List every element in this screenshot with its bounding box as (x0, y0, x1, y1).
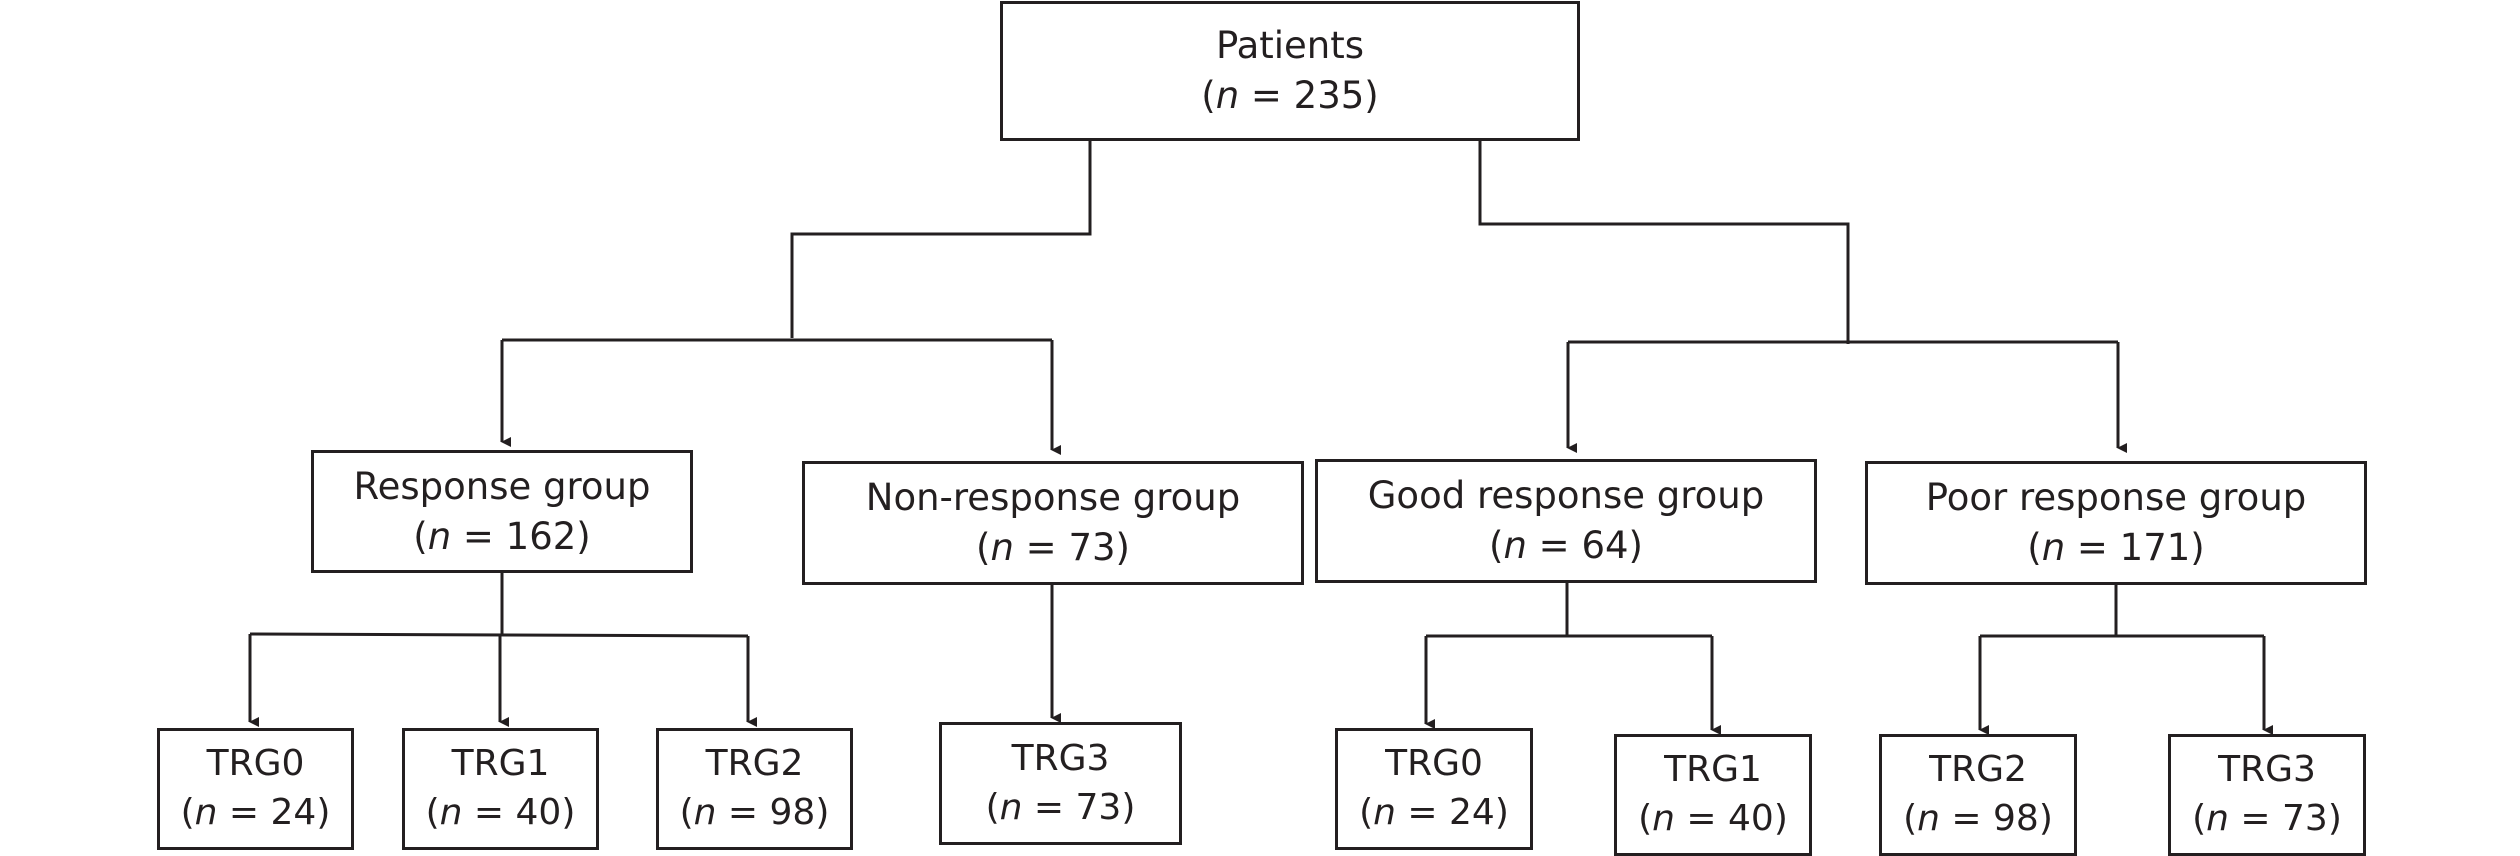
n-symbol: n (1503, 524, 1527, 567)
response-group-count-line: (n = 162) (413, 514, 591, 558)
n-symbol: n (693, 792, 717, 833)
good-response-group-box: Good response group (n = 64) (1315, 459, 1817, 583)
trg2-label-right: TRG2 (1929, 749, 2027, 791)
trg1-label-left: TRG1 (451, 743, 550, 785)
trg0-count-line-left: (n = 24) (180, 792, 331, 833)
poor-response-group-label: Poor response group (1925, 476, 2307, 520)
trg1-count-left: 40 (515, 792, 562, 833)
response-group-box: Response group (n = 162) (311, 450, 693, 573)
n-symbol: n (1652, 798, 1675, 839)
trg1-box-left: TRG1 (n = 40) (402, 728, 599, 850)
n-symbol: n (999, 786, 1023, 828)
n-symbol: n (439, 792, 463, 833)
connector-root-left (790, 140, 1092, 338)
patients-count: 235 (1293, 74, 1365, 117)
n-symbol: n (1215, 74, 1240, 117)
trg3-count-left: 73 (1075, 786, 1122, 828)
poor-response-group-count-line: (n = 171) (2027, 526, 2205, 569)
n-symbol: n (2206, 798, 2229, 839)
trg2-count-left: 98 (769, 792, 816, 833)
trg3-label-right: TRG3 (2218, 749, 2316, 791)
non-response-group-count-line: (n = 73) (976, 526, 1130, 569)
trg1-count-line-left: (n = 40) (425, 792, 576, 833)
good-response-group-count-line: (n = 64) (1489, 524, 1643, 567)
connector-root-right (1478, 140, 1850, 344)
trg1-box-right: TRG1 (n = 40) (1614, 734, 1812, 856)
n-symbol: n (1373, 792, 1396, 833)
trg0-label-left: TRG0 (206, 743, 305, 785)
trg2-count-line-right: (n = 98) (1903, 798, 2053, 839)
trg3-count-right: 73 (2282, 798, 2328, 839)
trg2-count-right: 98 (1993, 798, 2039, 839)
trg3-box-right: TRG3 (n = 73) (2168, 734, 2366, 856)
response-group-label: Response group (353, 464, 651, 508)
poor-response-group-count: 171 (2119, 526, 2191, 569)
patients-count-line: (n = 235) (1201, 74, 1379, 117)
poor-response-group-box: Poor response group (n = 171) (1865, 461, 2367, 585)
n-symbol: n (2041, 526, 2066, 569)
trg1-label-right: TRG1 (1664, 749, 1762, 791)
trg2-label-left: TRG2 (705, 743, 804, 785)
trg2-count-line-left: (n = 98) (679, 792, 830, 833)
trg3-label-left: TRG3 (1011, 737, 1110, 779)
good-response-group-label: Good response group (1367, 474, 1765, 518)
trg3-box-left: TRG3 (n = 73) (939, 722, 1182, 845)
non-response-group-count: 73 (1068, 526, 1116, 569)
non-response-group-box: Non-response group (n = 73) (802, 461, 1304, 585)
n-symbol: n (427, 514, 452, 558)
trg3-count-line-right: (n = 73) (2192, 798, 2342, 839)
trg0-box-right: TRG0 (n = 24) (1335, 728, 1533, 850)
trg0-label-right: TRG0 (1385, 743, 1483, 785)
trg2-box-left: TRG2 (n = 98) (656, 728, 853, 850)
patients-label: Patients (1215, 24, 1365, 68)
trg0-box-left: TRG0 (n = 24) (157, 728, 354, 850)
patients-box: Patients (n = 235) (1000, 1, 1580, 141)
n-symbol: n (990, 526, 1014, 569)
trg3-count-line-left: (n = 73) (985, 786, 1136, 828)
trg1-count-right: 40 (1728, 798, 1774, 839)
n-symbol: n (194, 792, 218, 833)
n-symbol: n (1917, 798, 1940, 839)
non-response-group-label: Non-response group (865, 476, 1241, 520)
trg2-box-right: TRG2 (n = 98) (1879, 734, 2077, 856)
trg0-count-right: 24 (1449, 792, 1495, 833)
good-response-group-count: 64 (1581, 524, 1629, 567)
trg0-count-line-right: (n = 24) (1359, 792, 1509, 833)
trg0-count-left: 24 (270, 792, 317, 833)
response-group-count: 162 (505, 514, 577, 558)
trg1-count-line-right: (n = 40) (1638, 798, 1788, 839)
